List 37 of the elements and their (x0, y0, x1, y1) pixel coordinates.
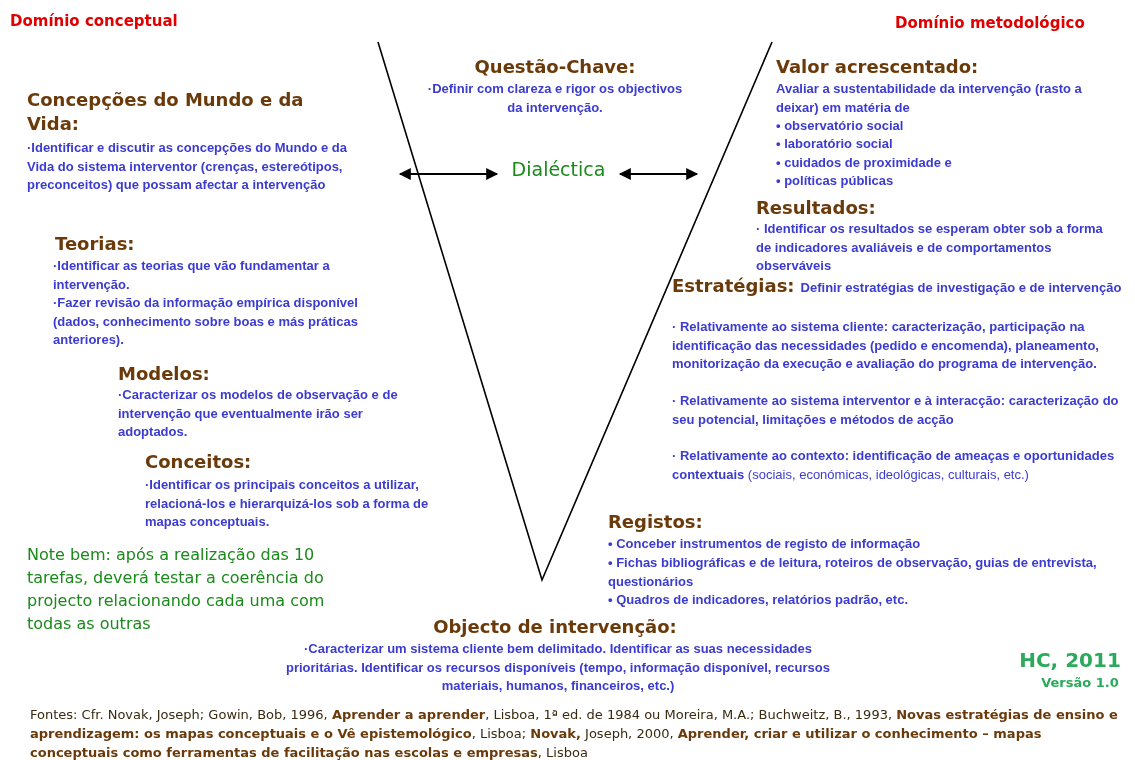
section-heading: Questão-Chave: (473, 55, 637, 79)
section-heading: Objecto de intervenção: (432, 615, 678, 639)
version-label: Versão 1.0 (1040, 675, 1120, 690)
bullet-item: • laboratório social (776, 135, 894, 153)
section-heading: Concepções do Mundo e da Vida: (27, 88, 305, 136)
sources-text: Fontes: Cfr. Novak, Joseph; Gowin, Bob, 1996, Aprender a aprender, Lisboa, 1ª ed. de 1984 ou Moreira, M.A.; Buchweitz, B., 1993, Novas estratégias de ensino e aprendizagem: os mapas conceptuais e o Vê epistemológico, Lisboa; Novak, Joseph, 2000, Aprender, criar e utilizar o conhecimento – mapas conceptuais como ferramentas de facilitação nas escolas e empresas, Lisboa (30, 706, 1119, 760)
section-text: · Identificar os resultados se esperam obter sob a forma de indicadores avaliáveis e de comportamentos observáveis (756, 220, 1104, 275)
bullet-item: • cuidados de proximidade e (776, 154, 953, 172)
section-heading: Teorias: (55, 232, 136, 256)
note-text: Note bem: após a realização das 10 tarefas, deverá testar a coerência do projecto relacionando cada uma com todas as outras (27, 544, 326, 635)
bullet-item: ·Fazer revisão da informação empírica disponível (dados, conhecimento sobre boas e más práticas anteriores). (53, 294, 359, 349)
bullet-item: · Relativamente ao contexto: identificação de ameaças e oportunidades contextuais (sociais, económicas, ideológicas, culturais, etc.) (672, 447, 1116, 484)
section-text: Definir estratégias de investigação e de intervenção (800, 280, 1122, 295)
section-text: ·Identificar os principais conceitos a utilizar, relacioná-los e hierarquizá-los sob a forma de mapas conceptuais. (145, 476, 430, 531)
section-heading: Resultados: (756, 196, 877, 220)
domain-heading: Domínio metodológico (895, 14, 1086, 32)
bullet-item: • Fichas bibliográficas e de leitura, roteiros de observação, guias de entrevista, questionários (608, 554, 1098, 591)
section-heading: Registos: (608, 510, 704, 534)
section-text: Avaliar a sustentabilidade da intervenção (rasto a deixar) em matéria de (776, 80, 1083, 117)
bullet-item: • Conceber instrumentos de registo de informação (608, 535, 922, 553)
section-text: ·Caracterizar um sistema cliente bem delimitado. Identificar as suas necessidades prioritárias. Identificar os recursos disponíveis (tempo, informação disponível, recursos materiais, humanos, financeiros, etc.) (285, 640, 831, 695)
bullet-item: • observatório social (776, 117, 905, 135)
bullet-item: · Relativamente ao sistema cliente: caracterização, participação na identificação das necessidades (pedido e encomenda), planeamento, monitorização da execução e avaliação do programa de intervenção. (672, 318, 1100, 373)
domain-heading: Domínio conceptual (10, 12, 179, 30)
bullet-item: · Relativamente ao sistema interventor e à interacção: caracterização do seu potencial, limitações e métodos de acção (672, 392, 1120, 429)
bullet-item: ·Identificar as teorias que vão fundamentar a intervenção. (53, 257, 331, 294)
author-date: HC, 2011 (1018, 648, 1122, 672)
section-text: ·Caracterizar os modelos de observação e de intervenção que eventualmente irão ser adoptados. (118, 386, 399, 441)
bullet-item: • Quadros de indicadores, relatórios padrão, etc. (608, 591, 910, 609)
dialectic-label: Dialéctica (510, 158, 607, 180)
section-heading: Valor acrescentado: (776, 55, 980, 79)
section-text: ·Definir com clareza e rigor os objectivos da intervenção. (426, 80, 684, 117)
section-heading: Estratégias: (672, 275, 795, 296)
section-heading: Conceitos: (145, 450, 253, 474)
bullet-item: • políticas públicas (776, 172, 895, 190)
section-heading: Modelos: (118, 362, 211, 386)
section-text: ·Identificar e discutir as concepções do Mundo e da Vida do sistema interventor (crenças, estereótipos, preconceitos) que possam afectar a intervenção (27, 139, 348, 194)
